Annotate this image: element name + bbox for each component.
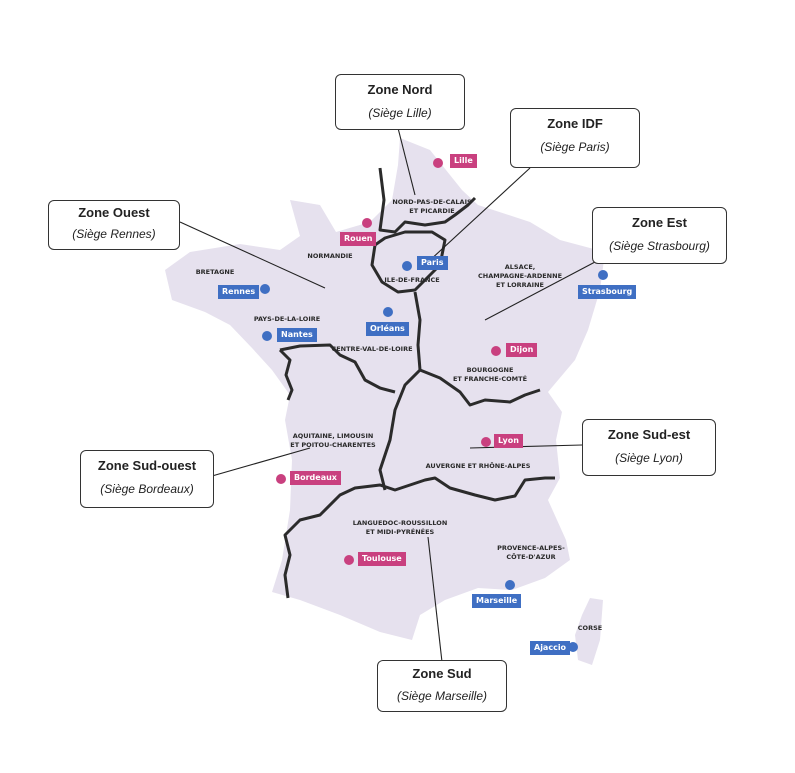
zone-title: Zone Est [632, 215, 687, 230]
zone-title: Zone Sud-ouest [97, 458, 197, 473]
zone-callout-ouest: Zone Ouest (Siège Rennes) [48, 200, 180, 250]
region-label: PROVENCE-ALPES- CÔTE-D'AZUR [497, 544, 565, 561]
zone-borders [278, 167, 555, 599]
region-label: BRETAGNE [195, 268, 235, 276]
zone-subtitle: (Siège Paris) [540, 140, 610, 154]
region-label: CENTRE-VAL-DE-LOIRE [331, 345, 413, 353]
city-dot-rennes [260, 284, 270, 294]
region-label: ALSACE, CHAMPAGNE-ARDENNE ET LORRAINE [477, 263, 563, 289]
city-label-nantes: Nantes [277, 328, 317, 342]
city-dot-dijon [491, 346, 501, 356]
city-dot-bordeaux [276, 474, 286, 484]
zone-callout-sud-est: Zone Sud-est (Siège Lyon) [582, 419, 716, 476]
city-dot-paris [402, 261, 412, 271]
zone-title: Zone Ouest [78, 205, 150, 220]
city-dot-rouen [362, 218, 372, 228]
city-label-dijon: Dijon [506, 343, 538, 357]
zone-callout-sud: Zone Sud (Siège Marseille) [377, 660, 507, 712]
zone-callout-nord: Zone Nord (Siège Lille) [335, 74, 465, 130]
zone-title: Zone Sud-est [607, 427, 691, 442]
city-label-lyon: Lyon [494, 434, 523, 448]
city-dot-strasbourg [598, 270, 608, 280]
region-label: NORMANDIE [307, 252, 353, 260]
city-dot-nantes [262, 331, 272, 341]
region-label: CORSE [577, 624, 603, 632]
city-label-toulouse: Toulouse [358, 552, 406, 566]
city-label-strasbourg: Strasbourg [578, 285, 637, 299]
zone-subtitle: (Siège Rennes) [72, 227, 156, 241]
region-label: PAYS-DE-LA-LOIRE [253, 315, 321, 323]
zone-title: Zone Nord [367, 82, 433, 97]
region-label: BOURGOGNE ET FRANCHE-COMTÉ [452, 366, 528, 383]
city-label-marseille: Marseille [472, 594, 522, 608]
zone-callout-est: Zone Est (Siège Strasbourg) [592, 207, 727, 264]
city-label-lille: Lille [450, 154, 477, 168]
city-dot-lille [433, 158, 443, 168]
region-label: AUVERGNE ET RHÔNE-ALPES [425, 462, 531, 470]
region-label: NORD-PAS-DE-CALAIS ET PICARDIE [392, 198, 472, 215]
city-label-bordeaux: Bordeaux [290, 471, 341, 485]
city-label-rennes: Rennes [218, 285, 260, 299]
city-label-orleans: Orléans [366, 322, 409, 336]
zone-subtitle: (Siège Marseille) [396, 689, 488, 703]
city-dot-toulouse [344, 555, 354, 565]
city-dot-ajaccio [568, 642, 578, 652]
city-label-rouen: Rouen [340, 232, 377, 246]
zone-subtitle: (Siège Lille) [368, 106, 432, 120]
region-label: ILE-DE-FRANCE [384, 276, 440, 284]
zone-subtitle: (Siège Strasbourg) [609, 239, 710, 253]
zone-callout-idf: Zone IDF (Siège Paris) [510, 108, 640, 168]
region-label: LANGUEDOC-ROUSSILLON ET MIDI-PYRÉNÉES [352, 519, 448, 536]
zone-title: Zone Sud [412, 666, 472, 681]
city-dot-orleans [383, 307, 393, 317]
zone-subtitle: (Siège Bordeaux) [100, 482, 194, 496]
city-label-paris: Paris [417, 256, 448, 270]
callout-arrows [179, 127, 596, 663]
city-label-ajaccio: Ajaccio [530, 641, 571, 655]
city-dot-marseille [505, 580, 515, 590]
city-dot-lyon [481, 437, 491, 447]
zone-subtitle: (Siège Lyon) [615, 451, 683, 465]
corsica [575, 598, 603, 665]
zone-callout-sud-ouest: Zone Sud-ouest (Siège Bordeaux) [80, 450, 214, 508]
zone-title: Zone IDF [547, 116, 603, 131]
region-label: AQUITAINE, LIMOUSIN ET POITOU-CHARENTES [290, 432, 376, 449]
